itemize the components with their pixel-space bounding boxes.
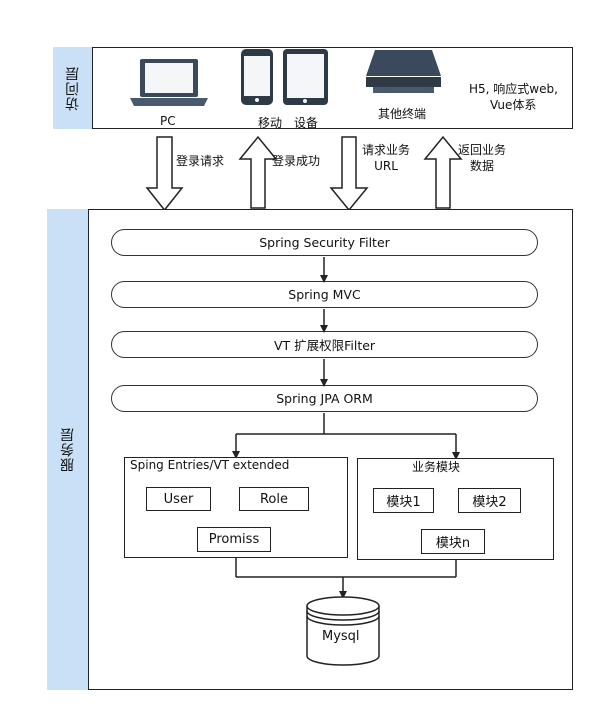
return-data-line2: 数据	[469, 159, 494, 173]
biz-request-label: 请求业务 URL	[356, 142, 416, 174]
service-layer-label: 服务层	[47, 209, 89, 690]
device-pc-label: PC	[160, 114, 176, 128]
pipeline-vt-filter-text: VT 扩展权限Filter	[273, 338, 376, 353]
pipeline-spring-security-text: Spring Security Filter	[259, 235, 390, 250]
pipeline-spring-security: Spring Security Filter	[111, 229, 538, 256]
module-1-text: 模块1	[386, 495, 421, 510]
return-data-label: 返回业务 数据	[452, 142, 512, 174]
pipeline-spring-mvc: Spring MVC	[111, 281, 538, 308]
service-layer-label-text: 服务层	[59, 427, 76, 472]
device-tablet-label: 设备	[294, 116, 319, 130]
access-layer-label: 访问层	[53, 47, 93, 129]
entity-user: User	[146, 487, 211, 511]
access-note-line2: Vue体系	[490, 98, 537, 112]
login-success-label: 登录成功	[272, 154, 321, 168]
login-request-arrow	[145, 136, 184, 212]
entity-role-text: Role	[259, 491, 288, 507]
database-label: Mysql	[322, 629, 360, 644]
pipeline-spring-jpa: Spring JPA ORM	[111, 385, 538, 412]
module-n-text: 模块n	[435, 536, 471, 551]
device-mobile-label: 移动	[258, 116, 283, 130]
module-1: 模块1	[373, 488, 434, 513]
entities-title: Sping Entries/VT extended	[130, 458, 290, 472]
return-data-line1: 返回业务	[457, 143, 506, 157]
biz-request-line2: URL	[374, 159, 398, 173]
entity-promiss: Promiss	[197, 527, 271, 552]
entity-user-text: User	[163, 491, 194, 507]
biz-request-line1: 请求业务	[361, 143, 410, 157]
login-request-label: 登录请求	[176, 154, 225, 168]
modules-title: 业务模块	[412, 460, 461, 474]
entity-role: Role	[239, 487, 309, 511]
entity-promiss-text: Promiss	[208, 532, 260, 547]
device-other-label: 其他终端	[378, 107, 427, 121]
login-success-arrow	[238, 135, 278, 209]
pipeline-vt-filter: VT 扩展权限Filter	[111, 331, 538, 358]
pipeline-spring-mvc-text: Spring MVC	[288, 287, 361, 302]
module-n: 模块n	[421, 529, 485, 554]
module-2-text: 模块2	[472, 495, 507, 510]
module-2: 模块2	[458, 488, 521, 513]
access-layer-label-text: 访问层	[64, 65, 81, 111]
pipeline-spring-jpa-text: Spring JPA ORM	[276, 391, 373, 406]
access-note-line1: H5, 响应式web,	[469, 82, 558, 96]
